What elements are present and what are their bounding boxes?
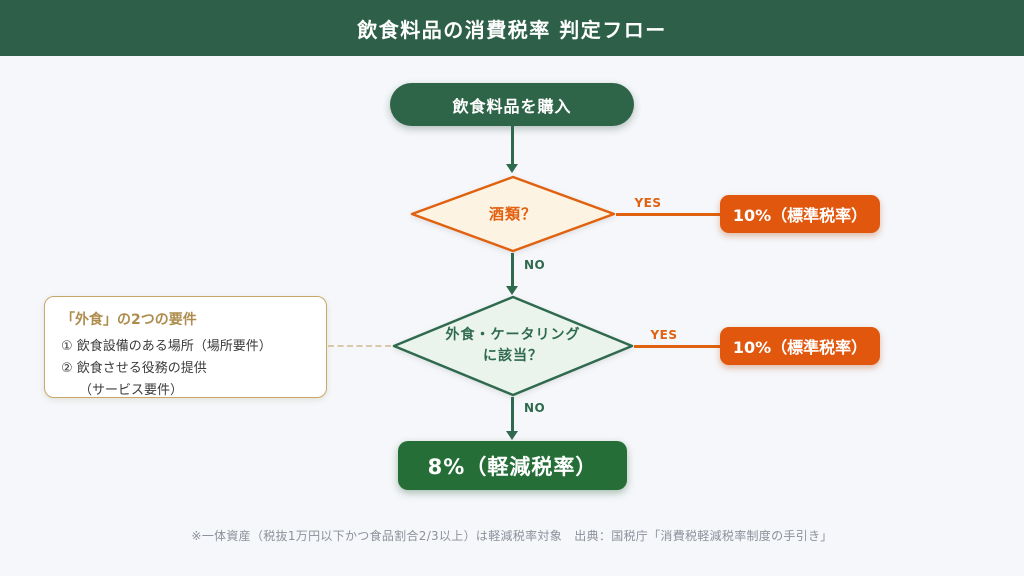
result-reduced-rate: 8%（軽減税率） <box>398 441 627 490</box>
connector-yes-2 <box>634 345 720 348</box>
callout-item-2: ② 飲食させる役務の提供 <box>61 361 207 376</box>
decision-alcohol-label: 酒類？ <box>488 204 537 223</box>
footer-note: ※一体資産（税抜1万円以下かつ食品割合2/3以上）は軽減税率対象 出典：国税庁「… <box>191 529 833 543</box>
start-node: 飲食料品を購入 <box>390 83 634 126</box>
yes-label-1: YES <box>634 196 662 210</box>
arrowhead-down-icon <box>506 286 518 295</box>
result-standard-rate-1: 10%（標準税率） <box>720 195 880 233</box>
decision-dining-label-line2: に該当？ <box>483 348 543 364</box>
callout-item-1: ① 飲食設備のある場所（場所要件） <box>61 339 272 354</box>
no-label-2: NO <box>524 401 546 415</box>
header-bar: 飲食料品の消費税率 判定フロー <box>0 0 1024 56</box>
diamond-shape-icon <box>410 175 616 253</box>
callout-title: 「外食」の2つの要件 <box>61 312 197 328</box>
connector-no-1 <box>511 253 514 287</box>
connector-no-2 <box>511 397 514 432</box>
connector-start-to-decision1 <box>511 126 514 165</box>
no-label-1: NO <box>524 258 546 272</box>
decision-dining-label: 外食・ケータリング に該当？ <box>392 295 634 397</box>
dashed-connector <box>328 345 391 347</box>
start-node-label: 飲食料品を購入 <box>452 96 572 116</box>
connector-yes-1 <box>616 213 720 216</box>
arrowhead-down-icon <box>506 431 518 440</box>
decision-dining-label-line1: 外食・ケータリング <box>445 327 581 343</box>
callout-box: 「外食」の2つの要件 ① 飲食設備のある場所（場所要件） ② 飲食させる役務の提… <box>44 296 327 398</box>
diamond-shape-icon <box>392 295 634 397</box>
yes-label-2: YES <box>650 328 678 342</box>
result-standard-rate-2-label: 10%（標準税率） <box>732 338 868 357</box>
decision-dining-diamond: 外食・ケータリング に該当？ <box>392 295 634 397</box>
callout-item-3: （サービス要件） <box>79 383 184 398</box>
result-standard-rate-1-label: 10%（標準税率） <box>732 206 868 225</box>
result-standard-rate-2: 10%（標準税率） <box>720 327 880 365</box>
decision-alcohol-diamond: 酒類？ <box>410 175 616 253</box>
result-reduced-rate-label: 8%（軽減税率） <box>427 454 598 479</box>
arrowhead-down-icon <box>506 164 518 173</box>
page-title: 飲食料品の消費税率 判定フロー <box>357 17 667 42</box>
